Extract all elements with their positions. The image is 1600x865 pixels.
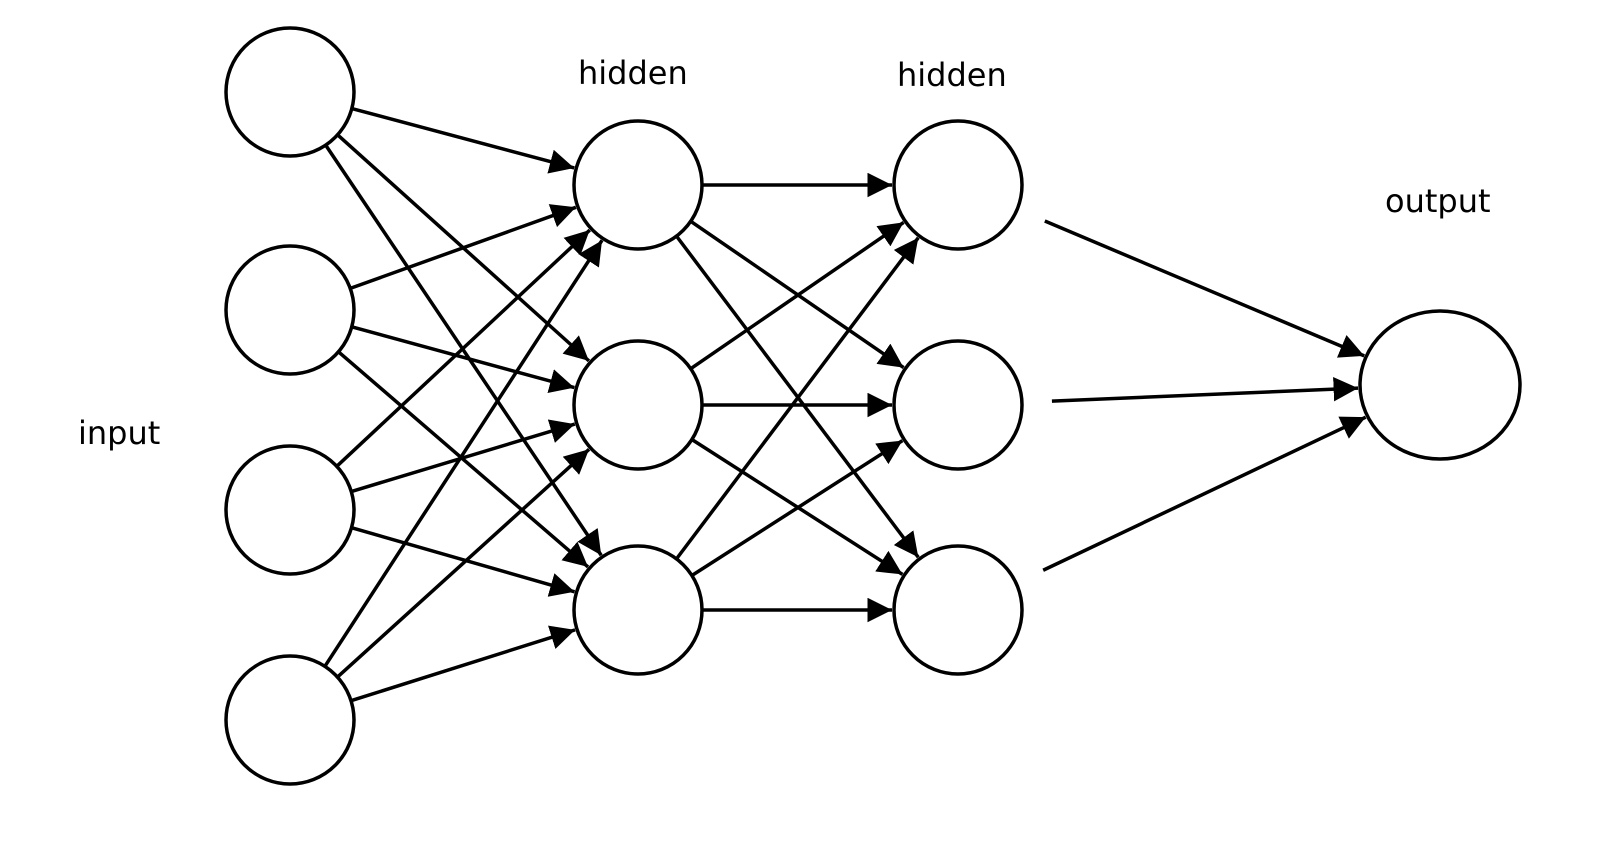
hidden-layer-1-label: hidden — [578, 54, 688, 92]
neurons — [224, 26, 1522, 786]
hidden2-node-2 — [892, 339, 1024, 471]
edge-input-4-to-hidden1-2 — [336, 447, 591, 679]
input-node-4 — [224, 654, 356, 786]
output-layer-label: output — [1385, 182, 1491, 220]
hidden2-node-3 — [892, 544, 1024, 676]
edge-input-4-to-hidden1-1 — [323, 239, 604, 668]
edge-hidden1-3-to-hidden2-1 — [675, 236, 920, 560]
edge-input-1-to-hidden1-1 — [351, 106, 575, 174]
edge-input-4-to-hidden1-3 — [350, 625, 576, 703]
edge-input-3-to-hidden1-2 — [350, 419, 576, 494]
hidden-layer-2-label: hidden — [897, 56, 1007, 94]
edge-input-3-to-hidden1-1 — [335, 228, 591, 468]
edge-hidden2-2-to-output-1 — [1051, 376, 1359, 403]
edge-hidden1-2-to-hidden2-1 — [689, 220, 905, 371]
edge-hidden2-3-to-output-1 — [1042, 415, 1367, 572]
input-node-2 — [224, 244, 356, 376]
input-node-3 — [224, 444, 356, 576]
connections — [323, 106, 1367, 703]
input-node-1 — [224, 26, 356, 158]
edge-input-2-to-hidden1-1 — [349, 204, 577, 291]
hidden2-node-1 — [892, 119, 1024, 251]
edge-input-3-to-hidden1-3 — [351, 525, 576, 597]
hidden1-node-3 — [572, 544, 704, 676]
input-layer-label: input — [78, 414, 160, 452]
edge-input-2-to-hidden1-2 — [351, 325, 575, 393]
output-node-1 — [1358, 309, 1522, 461]
edge-hidden1-3-to-hidden2-2 — [690, 439, 904, 577]
hidden1-node-1 — [572, 119, 704, 251]
edge-hidden2-1-to-output-1 — [1044, 219, 1365, 358]
hidden1-node-2 — [572, 339, 704, 471]
